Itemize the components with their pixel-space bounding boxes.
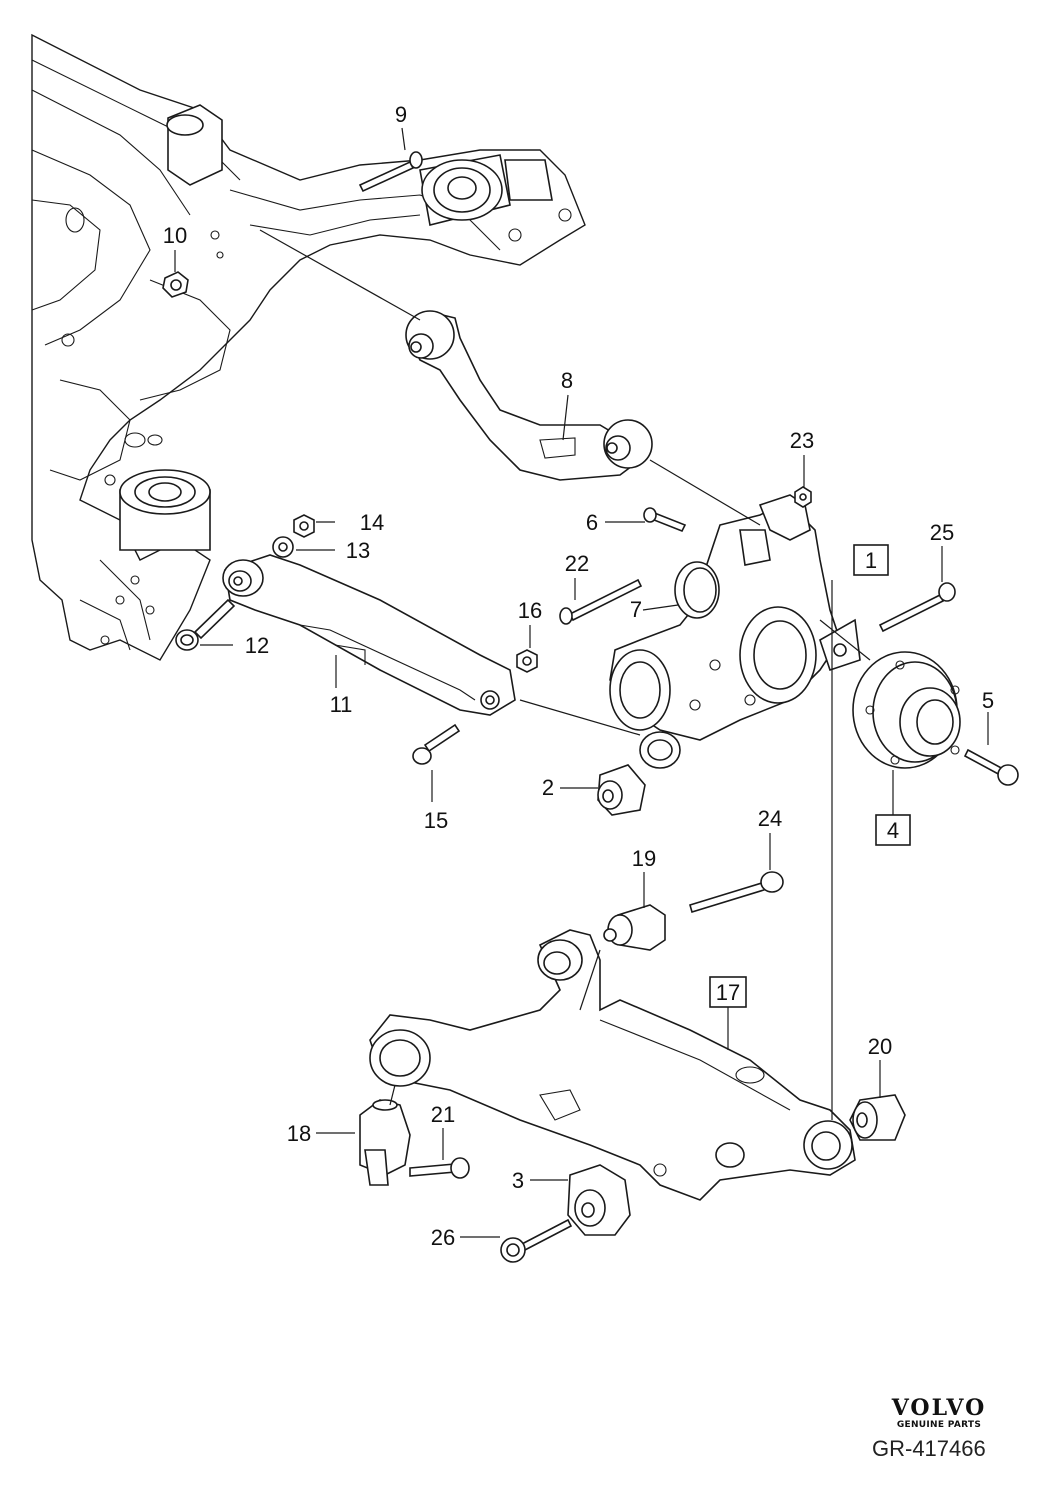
callout-5-label: 5 [982, 688, 994, 713]
callout-24-label: 24 [758, 806, 782, 831]
logo-wordmark: VOLVO [891, 1395, 987, 1421]
nut-14 [293, 514, 315, 538]
bolt-21 [409, 1157, 470, 1179]
bushing-20 [849, 1094, 906, 1141]
callout-14-label: 14 [360, 510, 384, 535]
rear-subframe [31, 33, 586, 661]
lateral-link [222, 554, 516, 716]
bushing-19 [603, 904, 666, 951]
callout-12-label: 12 [245, 633, 269, 658]
bolt-12 [175, 598, 236, 651]
callout-3-label: 3 [512, 1168, 524, 1193]
callout-2-label: 2 [542, 775, 554, 800]
callout-15-label: 15 [424, 808, 448, 833]
diagram-reference-code: GR-417466 [872, 1436, 986, 1461]
callout-20-label: 20 [868, 1034, 892, 1059]
ring-7 [674, 561, 720, 619]
callout-26-label: 26 [431, 1225, 455, 1250]
callout-8-label: 8 [561, 368, 573, 393]
bolt-6 [643, 507, 687, 533]
wheel-hub-assembly [852, 651, 961, 769]
callout-25-label: 25 [930, 520, 954, 545]
callout-1-box [853, 544, 889, 576]
callout-7-label: 7 [630, 597, 642, 622]
lower-control-arm [369, 929, 856, 1201]
bolt-5 [963, 748, 1019, 786]
nut-23 [794, 486, 812, 508]
callout-18-label: 18 [287, 1121, 311, 1146]
callout-13-label: 13 [346, 538, 370, 563]
nut-10 [162, 271, 189, 298]
nut-16 [516, 649, 538, 673]
callout-21-label: 21 [431, 1102, 455, 1127]
callout-11-label: 11 [330, 692, 353, 717]
bolt-9 [358, 151, 423, 193]
callout-16-label: 16 [518, 598, 542, 623]
callout-labels: 1 2 3 4 5 6 7 8 9 10 11 12 13 14 15 16 1… [163, 102, 994, 1250]
callout-4-box [875, 814, 911, 846]
callout-22-label: 22 [565, 551, 589, 576]
upper-control-arm [405, 310, 653, 481]
callout-1-label: 1 [865, 548, 877, 573]
callout-23-label: 23 [790, 428, 814, 453]
callout-17-label: 17 [716, 980, 740, 1005]
callout-10-label: 10 [163, 223, 187, 248]
bolt-22 [559, 578, 643, 625]
washer-13 [272, 536, 294, 558]
bushing-3 [567, 1164, 631, 1236]
bolt-25 [878, 582, 956, 633]
bushing-2 [597, 764, 646, 816]
leader-lines [174, 127, 989, 1238]
logo-subtext: GENUINE PARTS [896, 1420, 982, 1430]
callout-9-label: 9 [395, 102, 407, 127]
steering-knuckle [609, 494, 861, 769]
callout-4-label: 4 [887, 818, 899, 843]
callout-19-label: 19 [632, 846, 656, 871]
volvo-logo: VOLVO GENUINE PARTS [880, 1396, 998, 1430]
bolt-26 [500, 1218, 573, 1263]
bushing-18 [359, 1099, 411, 1186]
bolt-15 [412, 723, 461, 765]
callout-6-label: 6 [586, 510, 598, 535]
callout-17-box [709, 976, 747, 1008]
bolt-24 [689, 871, 784, 914]
